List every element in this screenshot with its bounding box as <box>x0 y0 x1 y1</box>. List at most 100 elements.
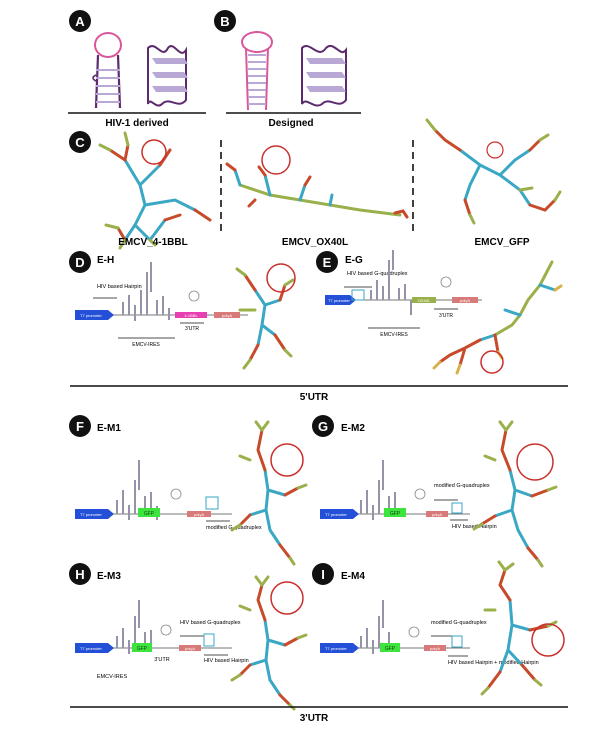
t7-promoter-block <box>75 310 114 320</box>
promoter-label: T7 promoter <box>80 512 102 517</box>
ires-structure <box>116 600 152 654</box>
panel-c: C EMCV_4-1BBL EMCV_OX40L EMCV_GFP <box>69 118 562 250</box>
promoter-label: T7 promoter <box>80 646 102 651</box>
panel-e: E E-G HIV based G-quadruplex T7 promoter… <box>316 250 563 375</box>
ires-structure <box>122 262 170 321</box>
hairpin-glyph <box>160 624 172 636</box>
ires-structure <box>370 250 412 315</box>
rna-structure-e-m1 <box>230 420 308 566</box>
panel-g-letter: G <box>318 419 328 434</box>
hairpin-glyph <box>408 626 420 638</box>
construct-name: E-H <box>97 255 114 266</box>
construct-name: E-M4 <box>341 571 365 582</box>
gene-label: 4-1BBL <box>184 313 198 318</box>
construct-name: E-M3 <box>97 571 121 582</box>
promoter-label: T7 promoter <box>325 646 347 651</box>
t7-promoter-block <box>320 643 359 653</box>
rna-structure-e-h <box>235 263 296 370</box>
panel-i-letter: I <box>321 567 325 582</box>
panel-h: H E-M3 T7 promoter GFP 3'UTR polyA HIV b… <box>69 563 308 711</box>
hairpin-glyph <box>414 488 426 500</box>
panel-i: I E-M4 modified G-quadruplex T7 promoter… <box>312 560 565 696</box>
gfp-block <box>132 643 152 652</box>
rna-structure-e-g <box>432 260 563 375</box>
construct-name: E-M2 <box>341 423 365 434</box>
hairpin-label: HIV based Hairpin <box>204 658 249 664</box>
designed-hairpin <box>241 31 273 111</box>
gene-block <box>412 297 436 303</box>
panel-h-badge <box>69 563 91 585</box>
panel-a-letter: A <box>75 14 85 29</box>
polya-block <box>424 645 446 651</box>
gfp-label: GFP <box>385 646 396 652</box>
gquad-glyph <box>203 633 215 647</box>
panel-f: F E-M1 T7 promoter GFP polyA modified G-… <box>69 415 308 566</box>
rna-structure-e-m4 <box>480 560 565 696</box>
panel-b-caption: Designed <box>268 118 313 129</box>
polya-label: polyA <box>185 646 195 651</box>
hivrna-hairpin <box>92 32 122 109</box>
polya-block <box>214 312 240 318</box>
polya-label: polyA <box>430 646 440 651</box>
t7-promoter-block <box>325 295 356 305</box>
hairpin-label: HIV based Hairpin + modified Hairpin <box>448 660 539 666</box>
polya-block <box>452 297 478 303</box>
ires-structure <box>360 460 396 520</box>
gfp-label: GFP <box>390 511 401 517</box>
t7-promoter-block <box>75 643 114 653</box>
rna-structure-ox40l <box>225 145 409 219</box>
panel-d: D E-H HIV based Hairpin T7 promoter 4-1B… <box>69 251 296 370</box>
rna-structure-4-1bbl <box>98 131 212 250</box>
panel-d-badge <box>69 251 91 273</box>
panel-c-letter: C <box>75 135 85 150</box>
hairpin-glyph <box>170 488 182 500</box>
gfp-label: GFP <box>137 646 148 652</box>
panel-e-letter: E <box>323 255 332 270</box>
panel-a: A HIV-1 derived <box>68 10 206 129</box>
gfp-block <box>380 643 400 652</box>
construct-label-2: EMCV_OX40L <box>282 237 348 248</box>
panel-c-badge <box>69 131 91 153</box>
polya-block <box>187 511 211 517</box>
gquad-glyph <box>451 635 463 648</box>
utr3-label: 3'UTR <box>154 657 169 663</box>
t7-promoter-block <box>75 509 114 519</box>
construct-label-3: EMCV_GFP <box>474 237 529 248</box>
polya-label: polyA <box>194 512 204 517</box>
hairpin-label: HIV based Hairpin <box>452 524 497 530</box>
panel-g: G E-M2 modified G-quadruplex T7 promoter… <box>312 415 558 568</box>
gfp-block <box>384 508 406 517</box>
rna-structure-e-m2 <box>472 420 558 568</box>
promoter-label: T7 promoter <box>325 512 347 517</box>
rna-structure-gfp <box>425 118 562 225</box>
designed-gquadruplex <box>301 45 347 107</box>
panel-h-letter: H <box>75 567 84 582</box>
ires-label: EMCV-IRES <box>97 674 128 680</box>
hairpin-glyph <box>188 290 200 302</box>
promoter-label: T7 promoter <box>328 298 350 303</box>
polya-label: polyA <box>222 313 232 318</box>
gene-label: OX40L <box>418 298 431 303</box>
polya-block <box>426 511 448 517</box>
panel-g-badge <box>312 415 334 437</box>
utr3-section-label: 3'UTR <box>300 713 329 724</box>
ires-structure <box>360 600 390 654</box>
gfp-block <box>138 508 160 517</box>
hairpin-label: HIV based Hairpin <box>97 284 142 290</box>
gene-block <box>175 312 207 318</box>
rna-structure-e-m3 <box>230 575 308 711</box>
panel-b-badge <box>214 10 236 32</box>
panel-b-letter: B <box>220 14 229 29</box>
gquad-glyph <box>351 289 365 301</box>
panel-b: B Designed <box>214 10 361 129</box>
ires-label: EMCV-IRES <box>380 332 408 338</box>
gquad-glyph <box>205 496 219 510</box>
utr5-section-label: 5'UTR <box>300 392 329 403</box>
panel-f-badge <box>69 415 91 437</box>
polya-label: polyA <box>460 298 470 303</box>
gquad-label: HIV based G-quadruplex <box>347 271 408 277</box>
construct-name: E-G <box>345 255 363 266</box>
hiv-gquadruplex <box>147 45 188 107</box>
promoter-label: T7 promoter <box>80 313 102 318</box>
